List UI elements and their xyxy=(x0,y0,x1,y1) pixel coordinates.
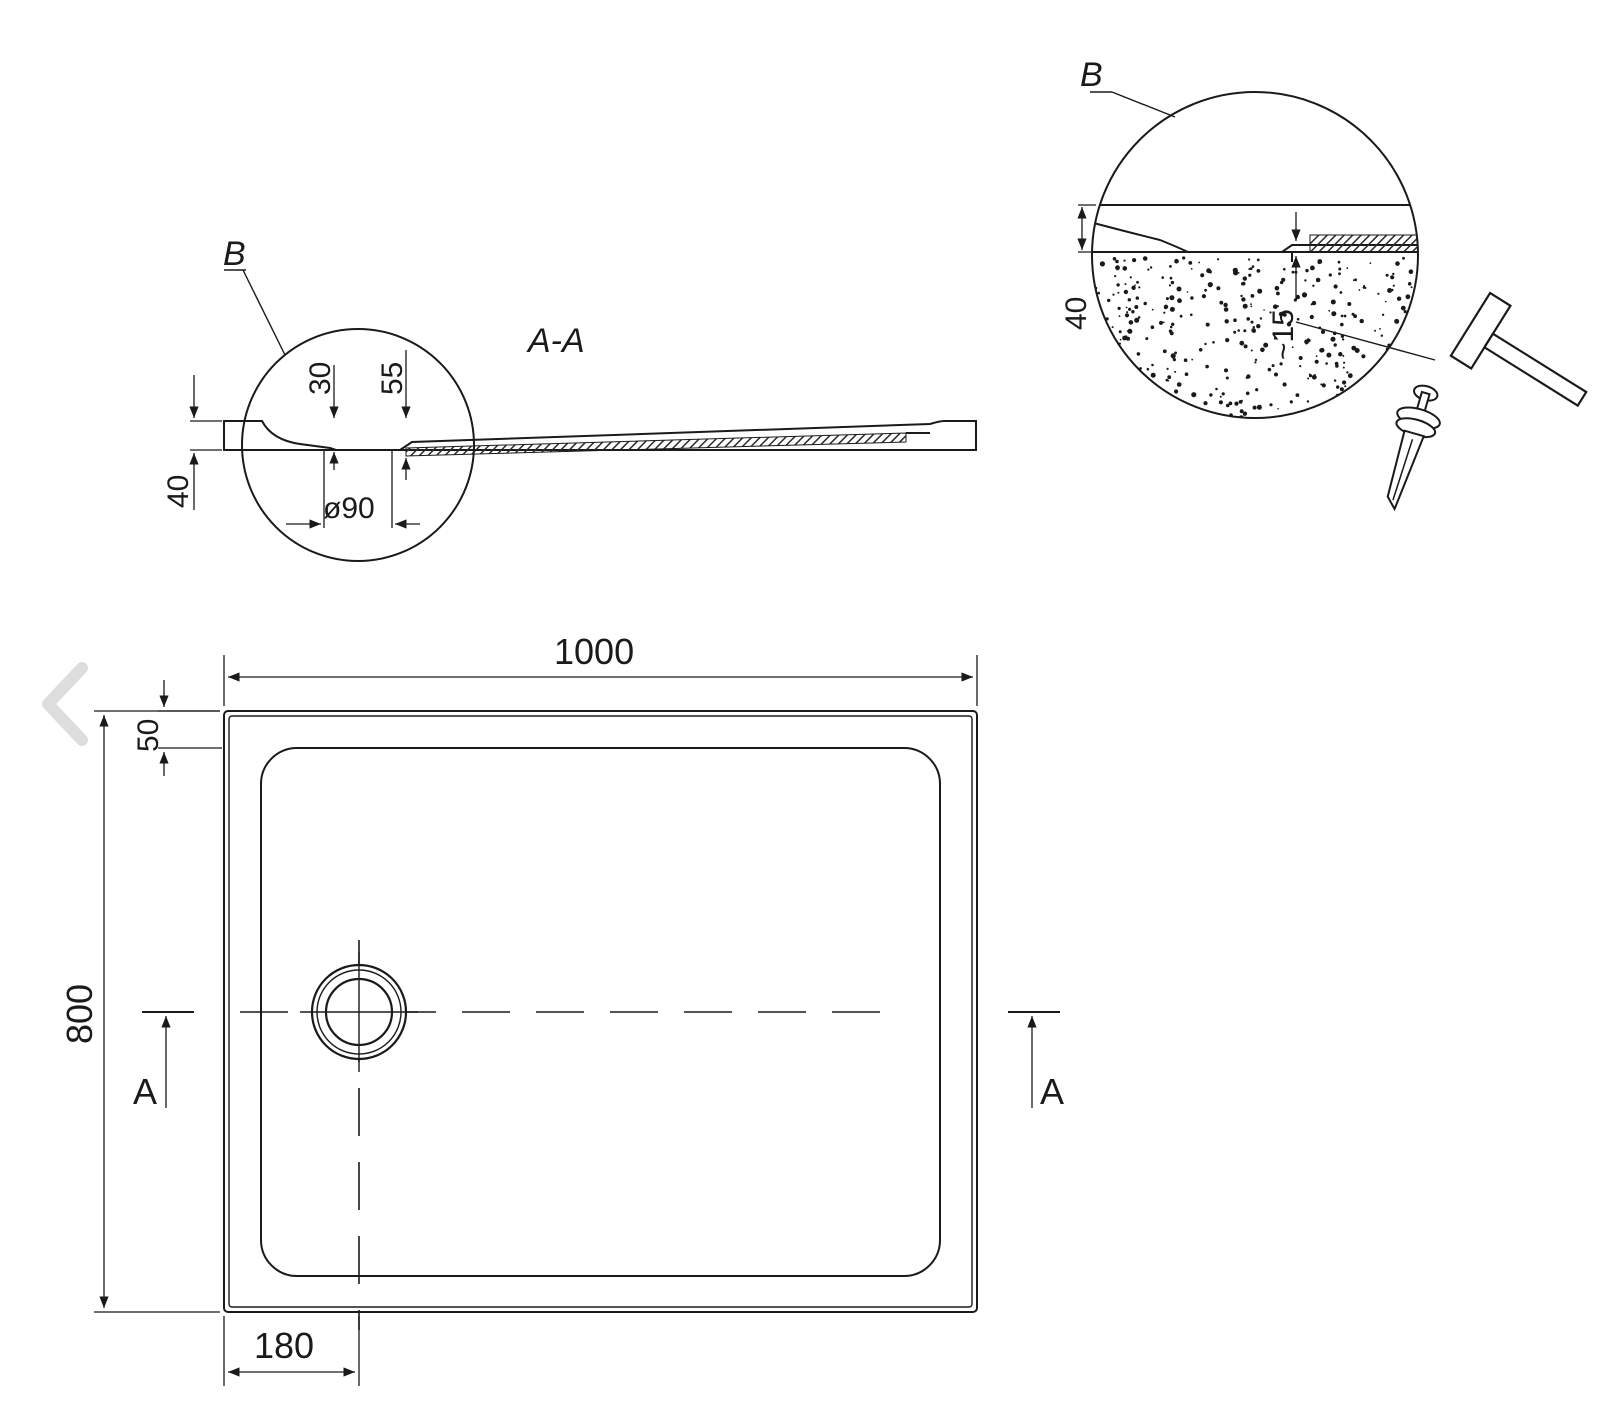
section-marker-right: A xyxy=(1008,1011,1064,1112)
dim-depth-30: 30 xyxy=(304,362,337,395)
section-marker-left: A xyxy=(133,1011,194,1112)
detail-b-label: B xyxy=(223,235,246,273)
tray-rim-inner xyxy=(228,715,973,1308)
detail-b-circle xyxy=(1091,91,1419,419)
detail-b-leader xyxy=(1111,91,1176,118)
detail-dim-15: ~15 xyxy=(1267,309,1300,360)
prev-button[interactable] xyxy=(42,662,88,746)
plan-view: A A 1000 800 50 180 xyxy=(59,631,1064,1386)
dim-rim: 50 xyxy=(132,719,165,752)
anchor-icon xyxy=(1386,384,1441,512)
tray-profile xyxy=(223,420,977,451)
detail-dim-40: 40 xyxy=(1060,297,1093,330)
dim-drain-offset: 180 xyxy=(254,1325,314,1366)
dim-drain-diameter: ø90 xyxy=(323,492,375,525)
dim-height: 800 xyxy=(59,984,100,1044)
dim-depth-55: 55 xyxy=(376,362,409,395)
detail-b-view: B 40 ~15 xyxy=(1060,56,1588,512)
chevron-left-icon xyxy=(42,662,88,746)
tray-outline xyxy=(223,710,978,1313)
detail-leader xyxy=(242,269,286,356)
dim-width: 1000 xyxy=(554,631,634,672)
svg-text:A: A xyxy=(133,1071,157,1112)
tray-hatch xyxy=(405,432,907,457)
section-view: A-A B 40 30 55 ø90 xyxy=(162,235,977,562)
svg-text:A: A xyxy=(1040,1071,1064,1112)
detail-b-title: B xyxy=(1080,56,1103,94)
detail-circle xyxy=(241,328,475,562)
section-view-title: A-A xyxy=(526,322,585,360)
detail-hatch xyxy=(1309,234,1418,253)
hammer-icon xyxy=(1449,291,1588,408)
dim-height-40: 40 xyxy=(162,475,195,508)
drain-icon xyxy=(300,952,418,1072)
